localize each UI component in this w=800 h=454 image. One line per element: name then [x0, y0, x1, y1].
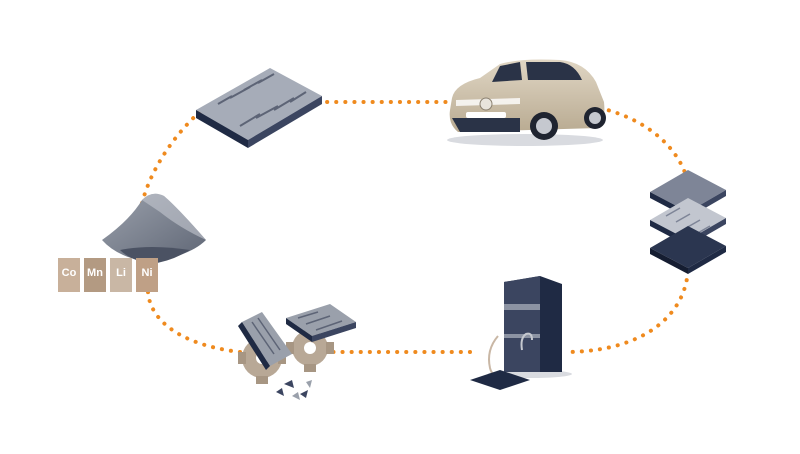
charging-station-icon	[470, 276, 572, 390]
battery-plate-icon	[196, 68, 322, 148]
material-tile-ni: Ni	[136, 258, 158, 292]
material-label: Li	[116, 267, 126, 279]
cycle-path	[138, 100, 691, 354]
material-tile-co: Co	[58, 258, 80, 292]
shredder-gears-icon	[238, 304, 356, 400]
material-tiles: Co Mn Li Ni	[58, 258, 158, 292]
raw-material-pile-icon	[102, 193, 206, 264]
material-label: Co	[62, 267, 77, 279]
electric-car-icon	[447, 59, 606, 146]
battery-module-stack-icon	[650, 170, 726, 274]
material-tile-mn: Mn	[84, 258, 106, 292]
material-label: Ni	[142, 267, 153, 279]
material-tile-li: Li	[110, 258, 132, 292]
material-label: Mn	[87, 267, 103, 279]
